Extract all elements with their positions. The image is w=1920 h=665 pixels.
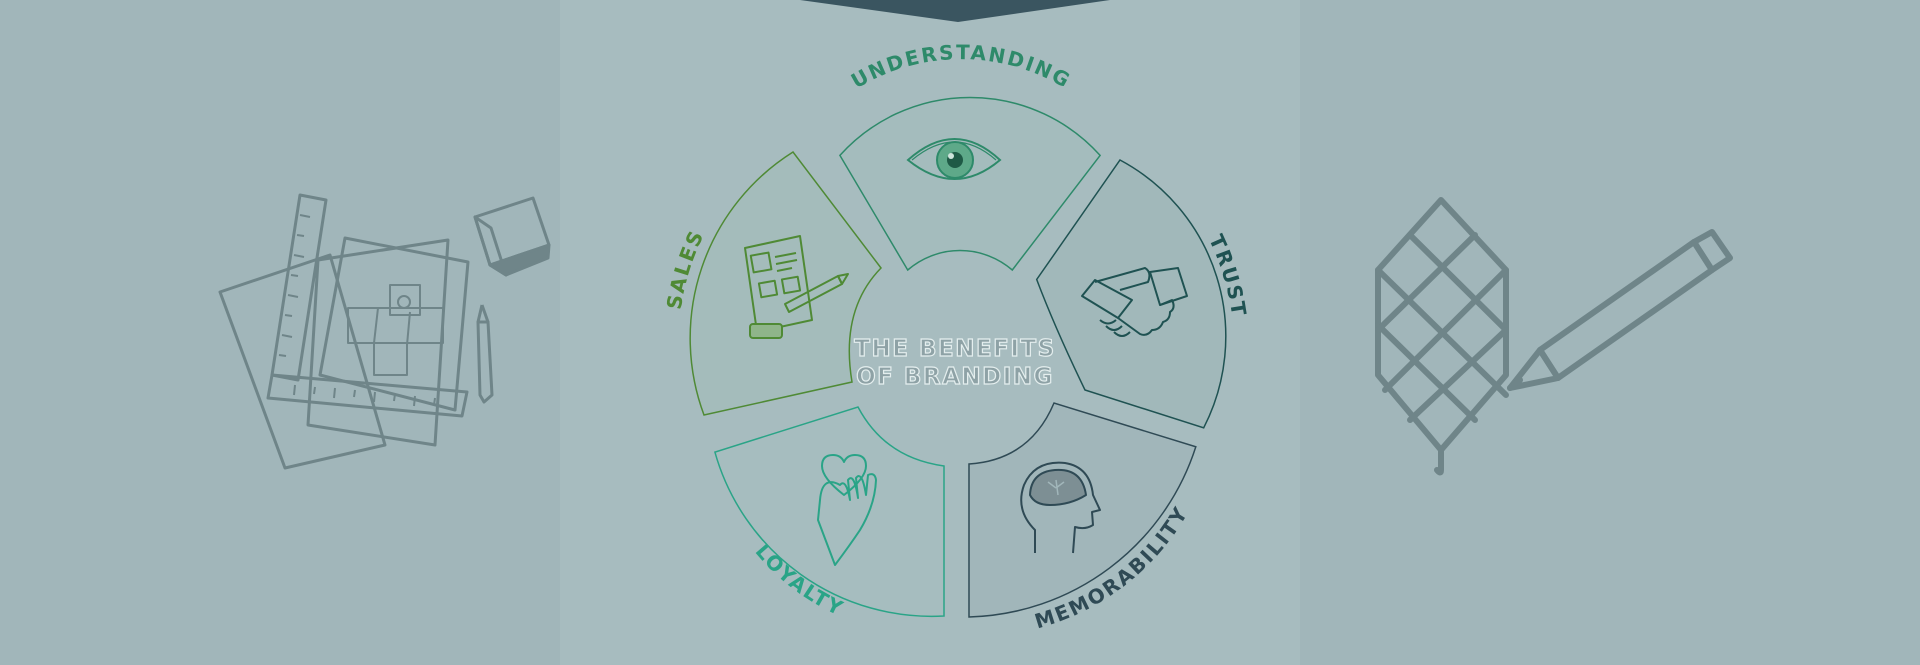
ruler-ticks — [278, 214, 436, 407]
document-pencil-icon — [744, 235, 849, 339]
eye-icon — [906, 138, 1002, 180]
segment-trust: TRUST — [1035, 159, 1249, 429]
heart-hand-icon — [817, 454, 877, 566]
cube-icon — [473, 196, 551, 277]
pencil-icon — [476, 304, 494, 404]
geometric-leaf-pencil-icon — [1375, 197, 1733, 476]
title-line-1: THE BENEFITS — [854, 336, 1055, 362]
title-line-2: OF BRANDING — [856, 364, 1054, 390]
floor-plan-grid — [347, 284, 444, 376]
handshake-icon — [1081, 267, 1188, 337]
center-title: THE BENEFITS OF BRANDING — [854, 335, 1055, 390]
drafting-tools-icon — [218, 193, 551, 470]
top-banner — [800, 0, 1110, 22]
brain-head-icon — [1020, 461, 1101, 554]
